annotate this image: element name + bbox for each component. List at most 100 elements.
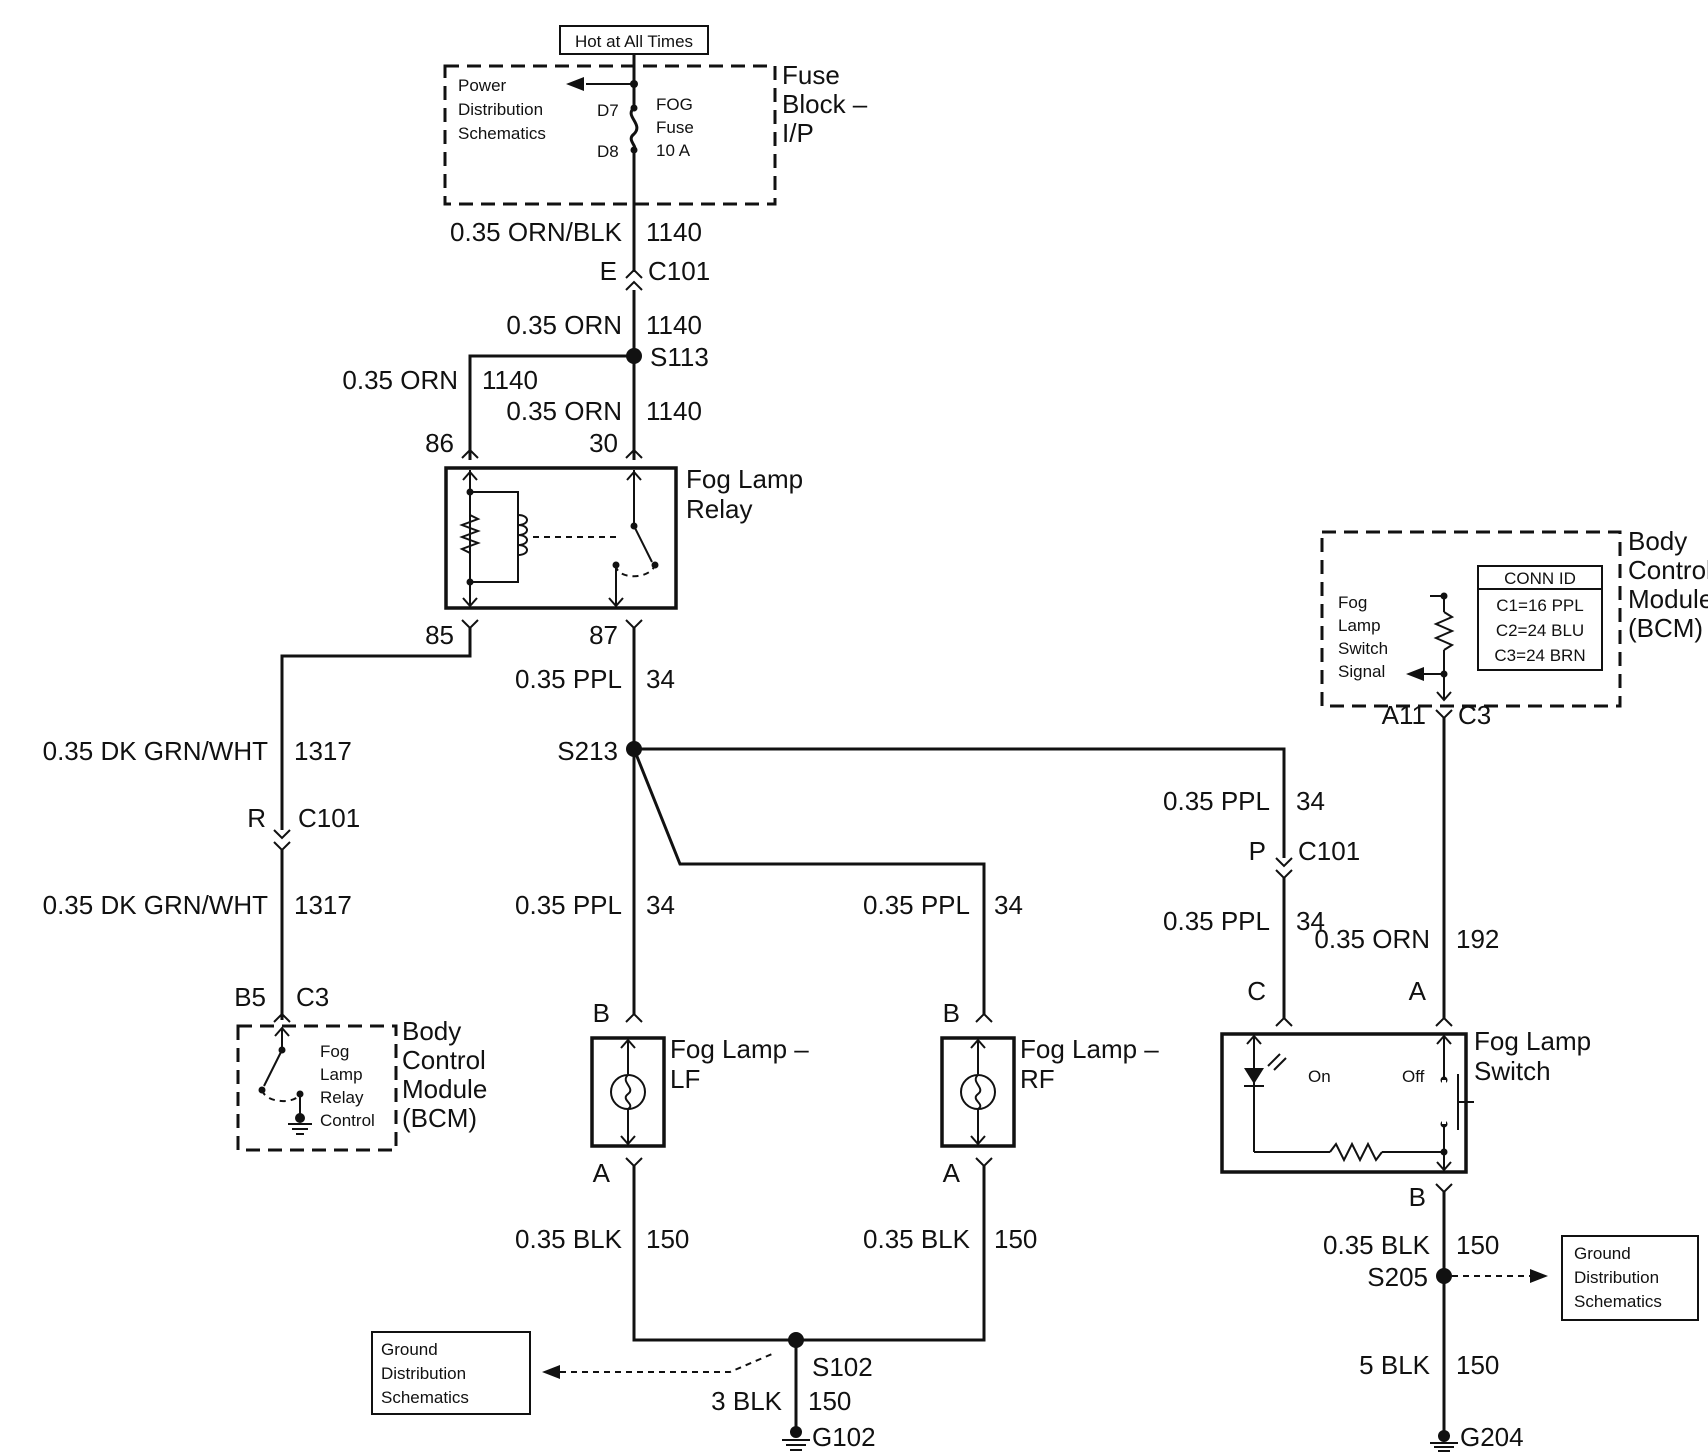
svg-text:Schematics: Schematics <box>1574 1292 1662 1311</box>
connector-c101-r-name: C101 <box>298 803 360 833</box>
svg-text:Body: Body <box>402 1016 461 1046</box>
ground-g102-icon <box>782 1426 810 1451</box>
wire-gauge-w17: 5 BLK <box>1359 1350 1430 1380</box>
svg-text:Ground: Ground <box>381 1340 438 1359</box>
ground-distribution-left-link <box>560 1353 773 1373</box>
wire-circuit-w8: 34 <box>646 890 675 920</box>
svg-text:Control: Control <box>320 1111 375 1130</box>
switch-pin-a: A <box>1409 976 1427 1006</box>
conn-id-row-3: C3=24 BRN <box>1494 646 1585 665</box>
connector-c101-e-name: C101 <box>648 256 710 286</box>
splice-s102-label: S102 <box>812 1352 873 1382</box>
svg-text:Distribution: Distribution <box>1574 1268 1659 1287</box>
wire-circuit-w4: 1140 <box>646 396 702 426</box>
fog-lamp-rf-box <box>940 1036 1016 1148</box>
relay-coil <box>517 514 528 556</box>
fog-switch-internals <box>1244 1034 1474 1172</box>
bcm-lower-title: Body Control Module (BCM) <box>402 1016 487 1133</box>
svg-text:I/P: I/P <box>782 118 814 148</box>
switch-off-label: Off <box>1402 1067 1425 1086</box>
bcm-lower-switch <box>258 1026 312 1135</box>
relay-pin86-label: 86 <box>425 428 454 458</box>
relay-pin87-symbol <box>625 619 643 630</box>
svg-text:Schematics: Schematics <box>458 124 546 143</box>
fog-rf-pin-a: A <box>943 1158 961 1188</box>
wire-gauge-w9: 0.35 PPL <box>863 890 970 920</box>
wire-circuit-w13: 150 <box>646 1224 689 1254</box>
svg-text:Fuse: Fuse <box>656 118 694 137</box>
connector-c101-p-name: C101 <box>1298 836 1360 866</box>
bcm-upper-pullup <box>1406 592 1455 702</box>
wire-circuit-w2: 1140 <box>646 310 702 340</box>
wire-circuit-w3: 1140 <box>482 365 538 395</box>
relay-pin87-label: 87 <box>589 620 618 650</box>
svg-text:Fuse: Fuse <box>782 60 840 90</box>
fog-lamp-rf-title: Fog Lamp – RF <box>1020 1034 1159 1094</box>
conn-id-table <box>1477 565 1603 671</box>
wire-150-lamps <box>632 1166 986 1342</box>
fog-lf-pin-a-symbol <box>625 1157 643 1168</box>
connector-c101-e-pin: E <box>600 256 617 286</box>
ground-g204-icon <box>1430 1430 1458 1452</box>
ground-distribution-left-label: Ground Distribution Schematics <box>381 1340 469 1407</box>
relay-pin86-symbol <box>461 448 479 459</box>
fog-lamp-lf-box <box>590 1036 666 1148</box>
wire-gauge-w12: 0.35 ORN <box>1314 924 1430 954</box>
relay-pin85-label: 85 <box>425 620 454 650</box>
connector-c101-e-symbol <box>625 268 643 291</box>
connector-bcm-b5-pin: B5 <box>234 982 266 1012</box>
connector-bcm-b5-name: C3 <box>296 982 329 1012</box>
wire-circuit-w14: 150 <box>994 1224 1037 1254</box>
fog-fuse-label: FOG Fuse 10 A <box>656 95 694 160</box>
relay-pin30-label: 30 <box>589 428 618 458</box>
svg-text:Ground: Ground <box>1574 1244 1631 1263</box>
wire-circuit-w16: 150 <box>808 1386 851 1416</box>
fog-lamp-switch-title: Fog Lamp Switch <box>1474 1026 1591 1086</box>
bcm-lower-control-label: Fog Lamp Relay Control <box>320 1042 375 1130</box>
fog-rf-pin-b-symbol <box>975 1012 993 1023</box>
wire-gauge-w1: 0.35 ORN/BLK <box>450 217 623 247</box>
switch-resistor <box>1329 1141 1383 1163</box>
fuse-element <box>629 106 639 152</box>
svg-text:Fog Lamp –: Fog Lamp – <box>1020 1034 1159 1064</box>
wire-gauge-w13: 0.35 BLK <box>515 1224 623 1254</box>
svg-text:Relay: Relay <box>320 1088 364 1107</box>
svg-text:Fog Lamp –: Fog Lamp – <box>670 1034 809 1064</box>
conn-id-row-1: C1=16 PPL <box>1496 596 1583 615</box>
wire-1140-to-relay86 <box>468 354 634 460</box>
wire-gauge-w10: 0.35 PPL <box>1163 786 1270 816</box>
svg-text:FOG: FOG <box>656 95 693 114</box>
ground-distribution-left-arrow <box>542 1365 560 1379</box>
bcm-upper-signal-label: Fog Lamp Switch Signal <box>1338 593 1388 681</box>
svg-text:Block –: Block – <box>782 89 868 119</box>
wire-gauge-w2: 0.35 ORN <box>506 310 622 340</box>
svg-text:Lamp: Lamp <box>1338 616 1381 635</box>
wire-circuit-w11: 34 <box>1296 906 1325 936</box>
svg-text:(BCM): (BCM) <box>402 1103 477 1133</box>
connector-c101-p-symbol <box>1275 857 1293 880</box>
fog-rf-pin-b: B <box>943 998 960 1028</box>
switch-pin-b-symbol <box>1435 1183 1453 1194</box>
ground-distribution-right-arrow <box>1530 1269 1548 1283</box>
bcm-lower-box <box>236 1024 398 1152</box>
svg-text:Fog Lamp: Fog Lamp <box>686 464 803 494</box>
svg-text:Module: Module <box>402 1074 487 1104</box>
fog-lf-pin-b: B <box>593 998 610 1028</box>
connector-bcm-a11-symbol <box>1435 709 1453 720</box>
bcm-upper-title: Body Control Module (BCM) <box>1628 526 1708 643</box>
connector-bcm-b5-symbol <box>273 1012 291 1023</box>
svg-text:Signal: Signal <box>1338 662 1385 681</box>
splice-s205 <box>1436 1268 1452 1284</box>
wire-circuit-w7: 1317 <box>294 890 352 920</box>
svg-text:10 A: 10 A <box>656 141 691 160</box>
connector-c101-r-pin: R <box>247 803 266 833</box>
arrow-power-distribution <box>566 77 584 91</box>
wire-gauge-w14: 0.35 BLK <box>863 1224 971 1254</box>
wire-circuit-w1: 1140 <box>646 217 702 247</box>
wire-gauge-w3: 0.35 ORN <box>342 365 458 395</box>
svg-text:Distribution: Distribution <box>458 100 543 119</box>
fog-lamp-rf-bulb-icon <box>960 1038 996 1146</box>
wire-circuit-w9: 34 <box>994 890 1023 920</box>
svg-text:LF: LF <box>670 1064 700 1094</box>
